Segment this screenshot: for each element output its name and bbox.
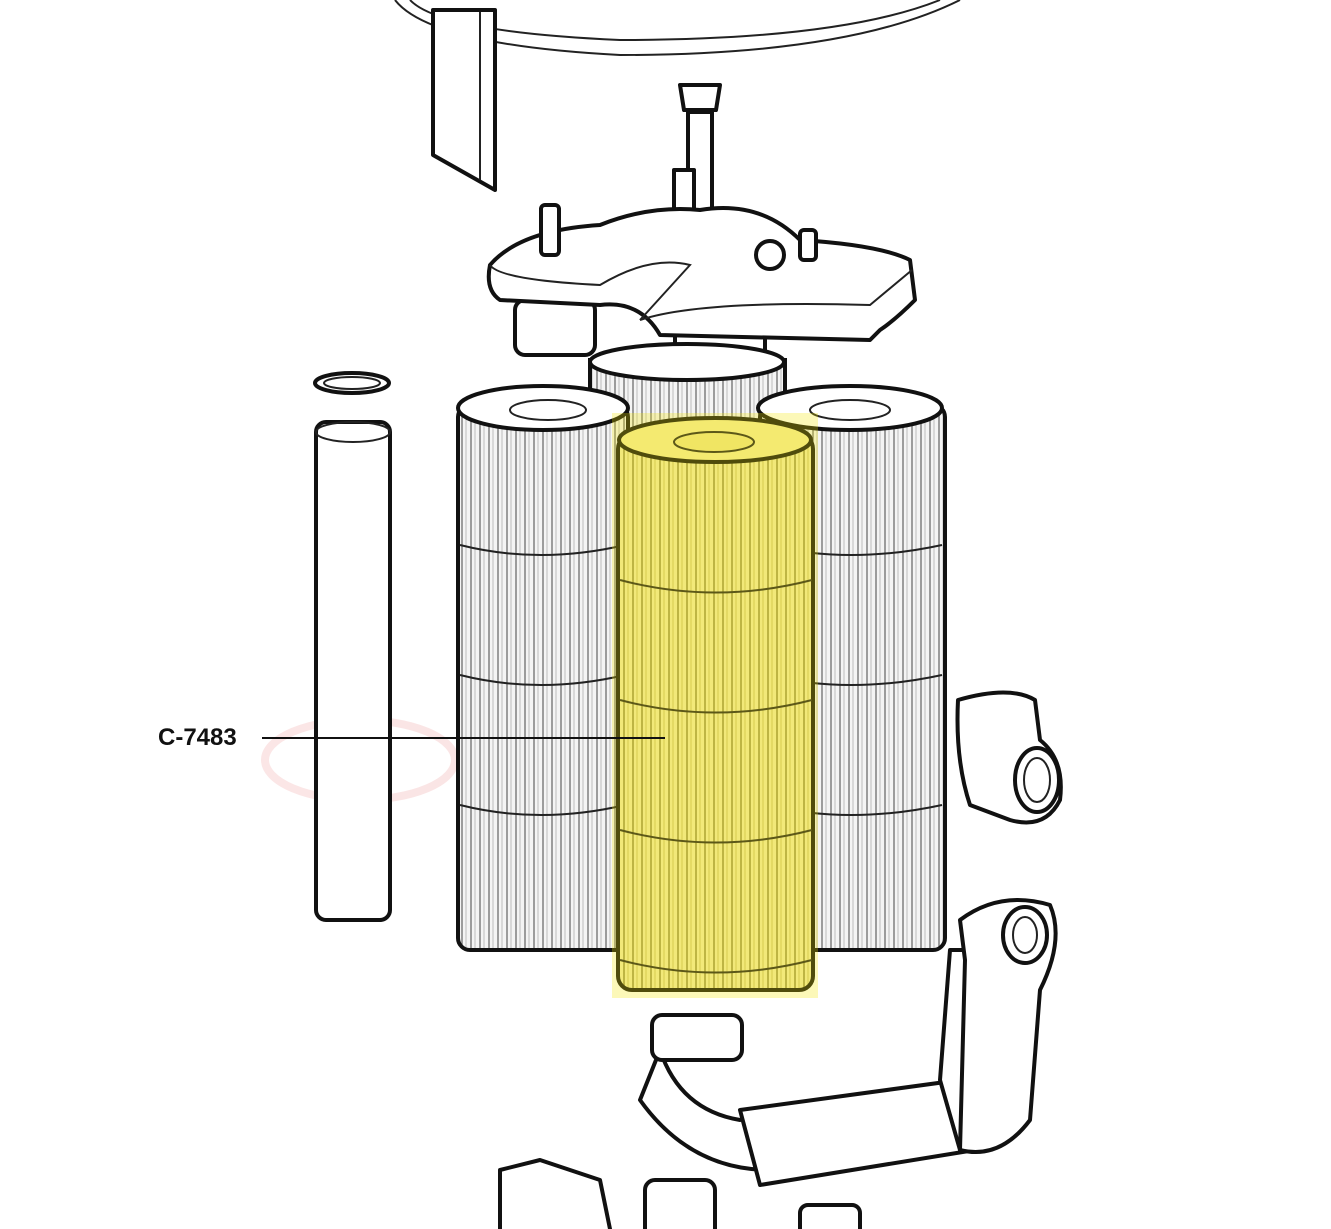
air-release-valve xyxy=(672,83,722,214)
plumbing-pipes xyxy=(638,898,1058,1187)
standpipe-tube xyxy=(313,371,392,922)
part-number-label: C-7483 xyxy=(158,724,237,751)
highlight-box xyxy=(612,413,818,998)
elbow-fitting xyxy=(955,690,1063,825)
filter-lid xyxy=(394,0,961,192)
highlighted-filter-cartridge xyxy=(612,413,818,998)
left-filter-cartridge xyxy=(456,384,630,952)
bottom-fittings xyxy=(498,1158,862,1229)
